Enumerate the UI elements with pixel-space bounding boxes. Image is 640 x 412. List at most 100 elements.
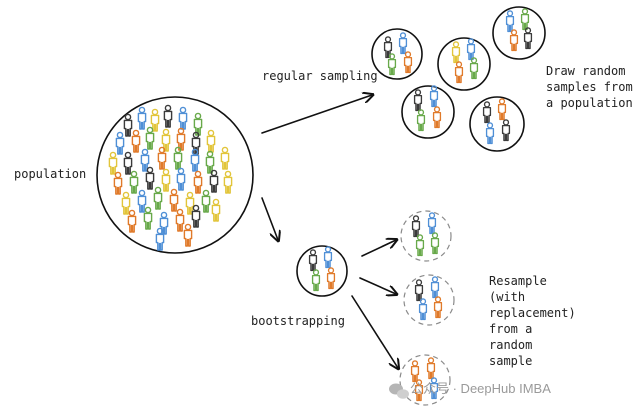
- person-icon: [161, 128, 171, 152]
- regular-sampling-label: regular sampling: [262, 69, 378, 83]
- person-icon: [191, 131, 201, 155]
- person-icon: [326, 267, 336, 290]
- person-icon: [414, 279, 424, 302]
- person-icon: [176, 127, 186, 151]
- resample-line-1: Resample: [489, 274, 547, 288]
- person-icon: [145, 166, 155, 190]
- person-icon: [383, 36, 393, 59]
- person-icon: [523, 27, 533, 50]
- person-icon: [469, 57, 479, 80]
- resample-line-2: (with: [489, 290, 525, 304]
- person-icon: [145, 126, 155, 150]
- person-icon: [129, 170, 139, 194]
- person-icon: [411, 215, 421, 238]
- arrow-to-bootstrapping: [261, 197, 278, 240]
- resample-circle-1: [400, 210, 452, 262]
- person-icon: [209, 169, 219, 193]
- person-icon: [430, 232, 440, 255]
- person-icon: [451, 41, 461, 64]
- person-icon: [413, 89, 423, 112]
- person-icon: [161, 168, 171, 192]
- person-icon: [127, 209, 137, 233]
- sample-circle-4: [401, 85, 455, 139]
- draw-random-line-3: a population: [546, 96, 633, 110]
- person-icon: [173, 146, 183, 170]
- person-icon: [403, 51, 413, 74]
- person-icon: [415, 234, 425, 257]
- person-icon: [121, 191, 131, 215]
- person-icon: [211, 198, 221, 222]
- person-icon: [501, 119, 511, 142]
- population-label: population: [14, 167, 86, 181]
- person-icon: [115, 131, 125, 155]
- person-icon: [416, 109, 426, 132]
- person-icon: [410, 360, 420, 383]
- person-icon: [429, 377, 439, 400]
- person-icon: [520, 8, 530, 31]
- resample-line-5: random: [489, 338, 532, 352]
- person-icon: [169, 188, 179, 212]
- resample-circle-2: [403, 274, 455, 326]
- draw-random-line-2: samples from: [546, 80, 633, 94]
- person-icon: [137, 189, 147, 213]
- person-icon: [509, 29, 519, 52]
- person-icon: [429, 85, 439, 108]
- person-icon: [131, 129, 141, 153]
- person-icon: [387, 53, 397, 76]
- person-icon: [183, 223, 193, 247]
- person-icon: [206, 129, 216, 153]
- person-icon: [155, 227, 165, 251]
- resample-circle-3: [399, 354, 451, 406]
- sample-circle-5: [469, 96, 525, 152]
- person-icon: [311, 269, 321, 292]
- person-icon: [178, 106, 188, 130]
- person-icon: [432, 106, 442, 129]
- person-icon: [159, 211, 169, 235]
- person-icon: [466, 38, 476, 61]
- person-icon: [426, 357, 436, 380]
- arrow-to-regular-sampling: [261, 95, 372, 134]
- person-icon: [427, 212, 437, 235]
- person-icon: [190, 148, 200, 172]
- arrow-to-resample-3: [351, 295, 398, 368]
- watermark-text: 公众号 · DeepHub IMBA: [410, 381, 551, 396]
- person-icon: [308, 249, 318, 272]
- bootstrap-sample-circle: [296, 245, 348, 297]
- person-icon: [143, 206, 153, 230]
- person-icon: [140, 148, 150, 172]
- person-icon: [201, 189, 211, 213]
- person-icon: [485, 122, 495, 145]
- resample-line-4: from a: [489, 322, 532, 336]
- person-icon: [123, 113, 133, 137]
- people-layer: [108, 8, 533, 402]
- person-icon: [163, 104, 173, 128]
- person-icon: [153, 186, 163, 210]
- arrow-to-resample-2: [359, 277, 396, 294]
- person-icon: [505, 10, 515, 33]
- person-icon: [418, 298, 428, 321]
- bootstrapping-label: bootstrapping: [251, 314, 345, 328]
- person-icon: [175, 208, 185, 232]
- person-icon: [193, 170, 203, 194]
- person-icon: [137, 106, 147, 130]
- person-icon: [113, 171, 123, 195]
- person-icon: [323, 246, 333, 269]
- person-icon: [430, 276, 440, 299]
- person-icon: [414, 379, 424, 402]
- person-icon: [433, 296, 443, 319]
- person-icon: [191, 204, 201, 228]
- sample-circle-2: [437, 37, 491, 91]
- person-icon: [150, 108, 160, 132]
- person-icon: [497, 98, 507, 121]
- person-icon: [108, 151, 118, 175]
- person-icon: [220, 146, 230, 170]
- draw-random-line-1: Draw random: [546, 64, 625, 78]
- resample-line-6: sample: [489, 354, 532, 368]
- resample-line-3: replacement): [489, 306, 576, 320]
- person-icon: [193, 112, 203, 136]
- sample-circle-1: [371, 28, 423, 80]
- person-icon: [454, 61, 464, 84]
- person-icon: [398, 32, 408, 55]
